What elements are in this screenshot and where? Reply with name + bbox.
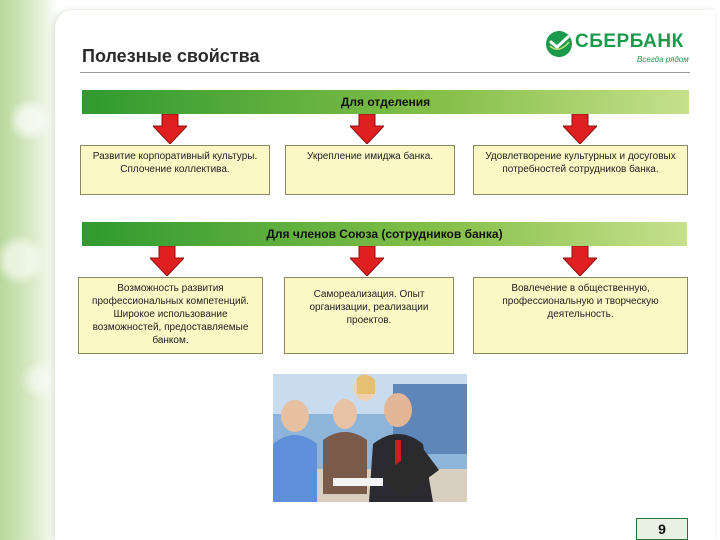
title-divider xyxy=(80,72,690,73)
down-arrow-icon xyxy=(350,246,384,276)
section2-item-2: Самореализация. Опыт организации, реализ… xyxy=(284,277,454,354)
sberbank-logo-icon xyxy=(546,31,572,57)
page-number: 9 xyxy=(636,518,688,540)
slide-title: Полезные свойства xyxy=(82,46,260,66)
sberbank-logo: СБЕРБАНК Всегда рядом xyxy=(545,28,695,68)
section1-item-2: Укрепление имиджа банка. xyxy=(285,145,455,195)
section1-item-1: Развитие корпоративный культуры. Сплочен… xyxy=(80,145,270,195)
section1-header: Для отделения xyxy=(82,90,689,114)
down-arrow-icon xyxy=(350,114,384,144)
section2-header: Для членов Союза (сотрудников банка) xyxy=(82,222,687,246)
down-arrow-icon xyxy=(563,246,597,276)
down-arrow-icon xyxy=(563,114,597,144)
section2-item-3: Вовлечение в общественную, профессиональ… xyxy=(473,277,688,354)
logo-tagline: Всегда рядом xyxy=(637,55,689,64)
logo-name: СБЕРБАНК xyxy=(575,31,684,52)
background-decoration xyxy=(0,0,58,540)
section1-item-3: Удовлетворение культурных и досуговых по… xyxy=(473,145,688,195)
down-arrow-icon xyxy=(153,114,187,144)
down-arrow-icon xyxy=(150,246,184,276)
section2-item-1: Возможность развития профессиональных ко… xyxy=(78,277,263,354)
team-photo xyxy=(273,374,467,502)
